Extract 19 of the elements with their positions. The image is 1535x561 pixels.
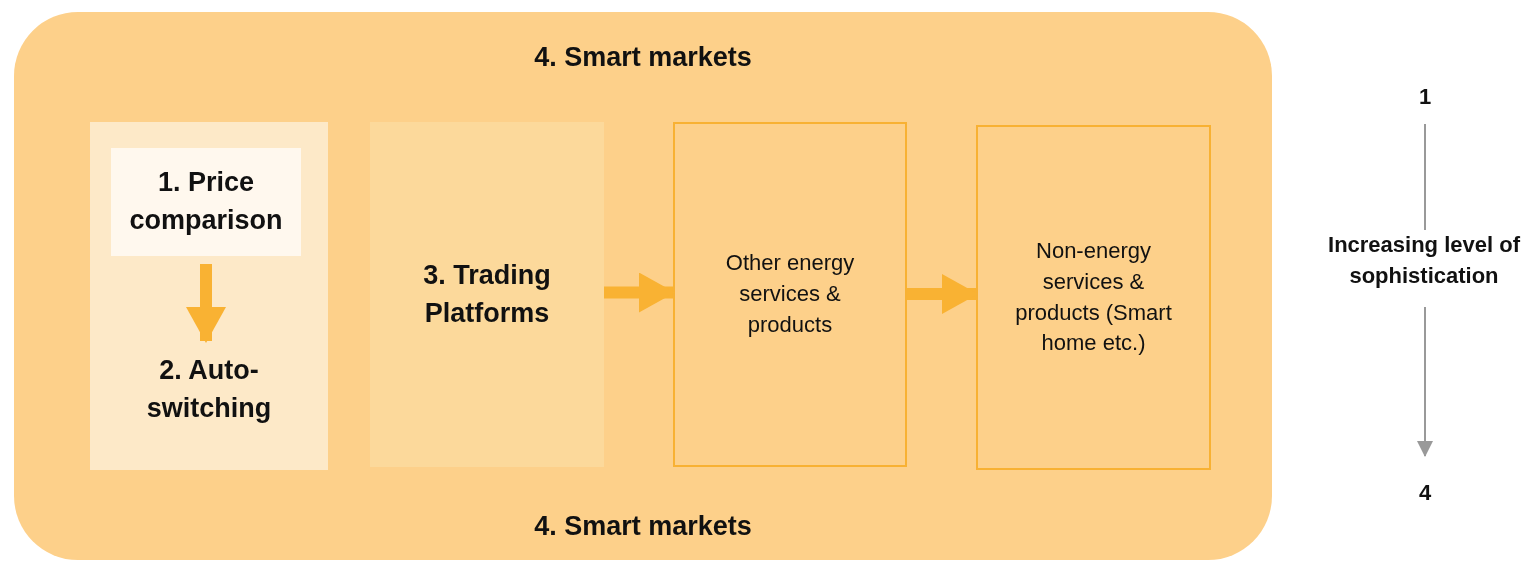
process-box [370,122,604,467]
arrow [186,264,226,343]
level-number: 4 [1417,479,1433,507]
group-panel [90,122,328,470]
box-text: Non-energy services & products (Smart home etc.) [1014,236,1173,358]
arrow [604,272,675,313]
process-box [111,148,301,256]
box-text: 1. Price comparison [128,166,284,237]
outlined-box [673,122,907,467]
box-text: 2. Auto-switching [145,354,273,425]
axis-label: Increasing level of sophistication [1327,231,1521,290]
outlined-box [976,125,1211,470]
market-band [14,12,1272,560]
box-text: 3. Trading Platforms [422,258,552,330]
level-number: 1 [1417,83,1433,111]
band-title: 4. Smart markets [534,511,752,542]
arrow [907,274,978,314]
box-text: Other energy services & products [724,249,856,339]
band-title: 4. Smart markets [534,42,752,73]
